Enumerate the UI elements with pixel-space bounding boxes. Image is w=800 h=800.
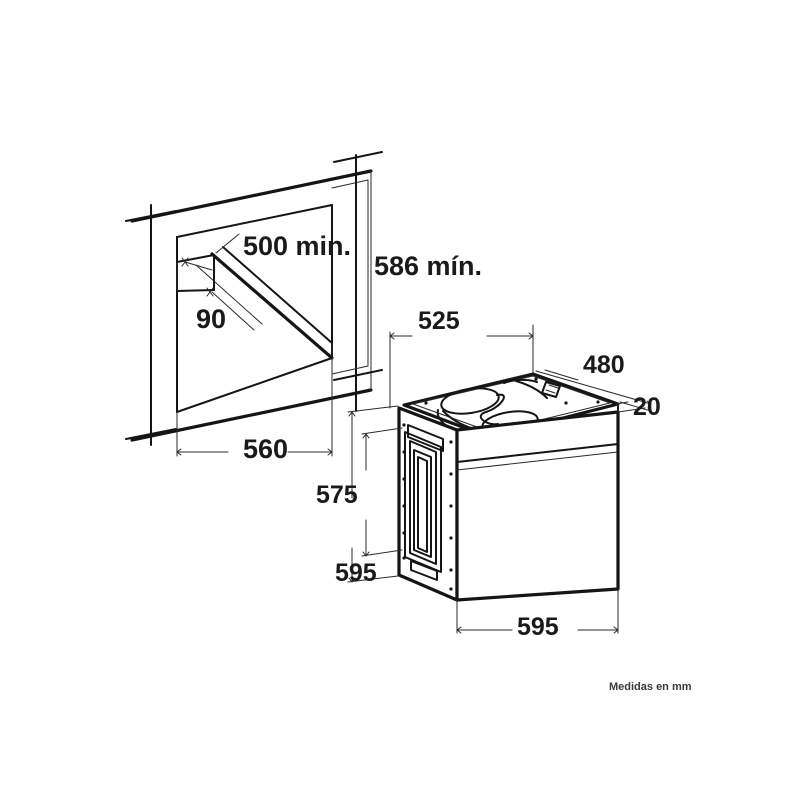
dim-label-480: 480 xyxy=(583,351,625,379)
dim-label-525: 525 xyxy=(418,307,460,335)
dim-575-line xyxy=(361,427,403,557)
dim-595-height-line xyxy=(347,405,399,583)
oven-body-view: 525 480 20 575 595 595 xyxy=(316,307,661,641)
niche-inner-depth xyxy=(176,254,215,292)
dim-label-560: 560 xyxy=(243,434,288,464)
dim-90-leaders xyxy=(181,257,263,331)
niche-height-extension xyxy=(331,151,383,412)
dim-label-595-height: 595 xyxy=(335,559,377,587)
dim-label-90: 90 xyxy=(196,304,226,334)
dim-label-575: 575 xyxy=(316,481,358,509)
oven-front-panel xyxy=(455,410,620,602)
niche-depth-wedge xyxy=(210,246,334,360)
oven-door-handle-frame xyxy=(404,424,444,581)
dim-500-leader xyxy=(215,233,240,254)
dim-label-595-width: 595 xyxy=(517,613,559,641)
niche-extension-lines xyxy=(125,204,177,446)
units-footnote: Medidas en mm xyxy=(609,681,692,693)
niche-outer-panel xyxy=(130,169,373,442)
dim-20-line xyxy=(615,401,646,413)
dim-label-20: 20 xyxy=(633,393,661,421)
dim-480-line xyxy=(535,369,652,412)
dim-560-line xyxy=(176,357,333,457)
dim-label-500-min: 500 min. xyxy=(243,231,351,261)
dim-595-width-line xyxy=(456,588,619,634)
dim-525-line xyxy=(389,324,534,409)
cabinet-niche-view: 500 min. 90 586 mín. 560 xyxy=(125,151,482,464)
dim-label-586-min: 586 mín. xyxy=(374,251,482,281)
